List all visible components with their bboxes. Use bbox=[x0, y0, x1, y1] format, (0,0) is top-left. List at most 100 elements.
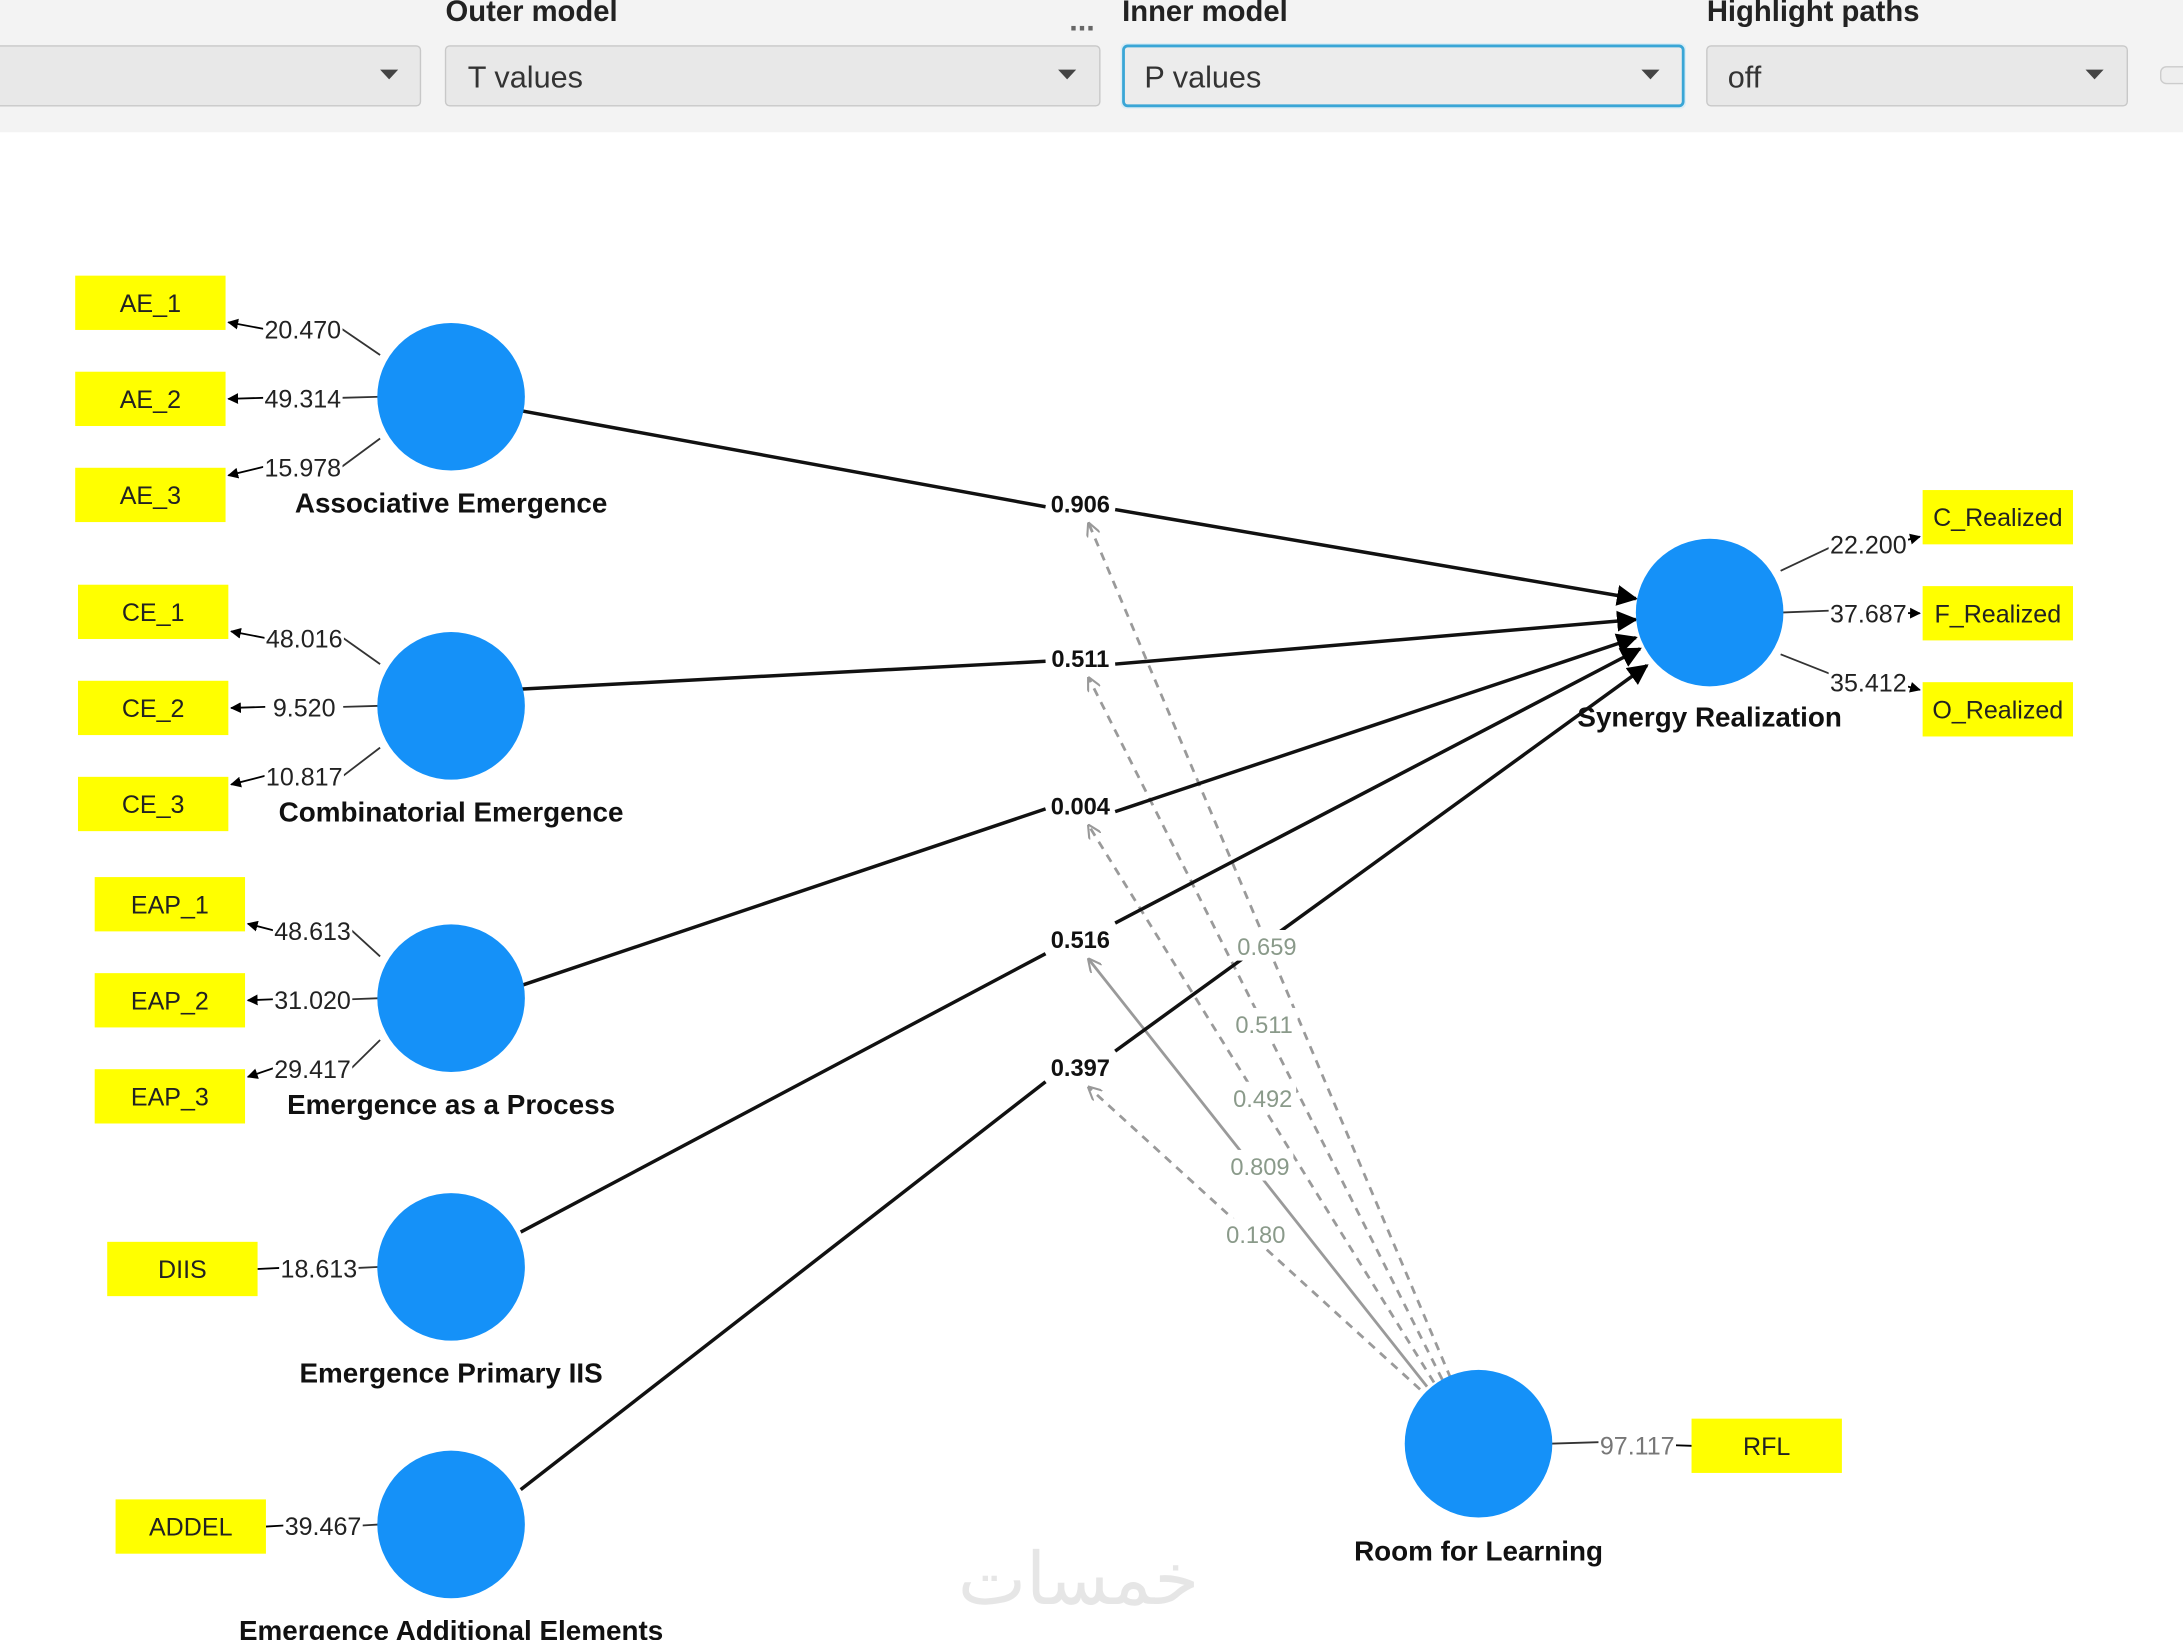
label-background bbox=[1230, 1007, 1298, 1039]
label-background bbox=[279, 1255, 359, 1284]
construct-label: Emergence Additional Elements bbox=[239, 1615, 663, 1640]
path-p-value: 0.004 bbox=[1051, 794, 1111, 820]
indicator-box-eap_2[interactable] bbox=[94, 973, 246, 1028]
outer-loading-t-value: 97.117 bbox=[1600, 1432, 1675, 1460]
construct-label: Emergence Primary IIS bbox=[299, 1357, 602, 1388]
loading-line bbox=[342, 746, 381, 777]
indicator-box-diis[interactable] bbox=[107, 1241, 258, 1297]
construct-node-diis[interactable] bbox=[377, 1193, 525, 1341]
loading-arrow bbox=[230, 627, 266, 639]
label-background bbox=[272, 1055, 353, 1084]
inner-model-select[interactable]: P values bbox=[1120, 43, 1686, 109]
label-background bbox=[1233, 929, 1301, 961]
outer-loading-t-value: 48.613 bbox=[274, 918, 351, 946]
loading-arrow bbox=[246, 994, 274, 1006]
structural-path-line[interactable] bbox=[520, 807, 1047, 988]
construct-node-eap[interactable] bbox=[377, 924, 525, 1072]
structural-path-arrow[interactable] bbox=[1114, 647, 1642, 925]
structural-path-line[interactable] bbox=[519, 1080, 1047, 1492]
structural-path-line[interactable] bbox=[519, 952, 1047, 1234]
outer-loading-t-value: 10.817 bbox=[266, 764, 343, 792]
indicator-box-ae_2[interactable] bbox=[75, 371, 226, 427]
more-options-button[interactable]: ... bbox=[1069, 4, 1095, 38]
loading-arrow bbox=[227, 465, 265, 479]
label-background bbox=[1828, 531, 1909, 560]
outer-loading-t-value: 35.412 bbox=[1830, 670, 1907, 698]
indicator-box-f_realized[interactable] bbox=[1922, 586, 2073, 641]
indicator-label: C_Realized bbox=[1933, 504, 2062, 532]
highlight-paths-select[interactable]: off bbox=[1706, 45, 2128, 107]
indicator-label: AE_3 bbox=[120, 482, 181, 510]
outer-loading-t-value: 15.978 bbox=[265, 454, 342, 482]
label-background bbox=[1222, 1218, 1290, 1249]
loading-line bbox=[341, 328, 381, 356]
label-background bbox=[263, 385, 343, 414]
structural-path-arrow[interactable] bbox=[1114, 507, 1638, 606]
structural-path-arrow[interactable] bbox=[1115, 610, 1638, 666]
indicator-box-ce_2[interactable] bbox=[77, 680, 229, 736]
indicator-box-eap_3[interactable] bbox=[94, 1069, 246, 1124]
watermark: خمسات bbox=[958, 1539, 1199, 1620]
indicator-box-rfl[interactable] bbox=[1691, 1418, 1842, 1473]
indicator-label: EAP_3 bbox=[131, 1083, 209, 1111]
indicator-box-addel[interactable] bbox=[115, 1499, 266, 1554]
construct-label: Room for Learning bbox=[1354, 1536, 1603, 1567]
construct-label: Associative Emergence bbox=[295, 487, 607, 518]
construct-node-sr[interactable] bbox=[1635, 538, 1784, 687]
chevron-down-icon bbox=[2085, 69, 2104, 80]
label-background bbox=[272, 918, 353, 947]
outer-loading-t-value: 18.613 bbox=[281, 1256, 358, 1284]
indicator-label: AE_2 bbox=[120, 386, 181, 414]
label-background bbox=[1828, 669, 1909, 698]
loading-arrow bbox=[246, 1067, 274, 1079]
indicator-box-c_realized[interactable] bbox=[1922, 490, 2073, 545]
structural-path-line[interactable] bbox=[520, 659, 1046, 691]
loading-line bbox=[350, 929, 381, 958]
construct-node-ae[interactable] bbox=[377, 322, 525, 471]
indicator-box-o_realized[interactable] bbox=[1922, 682, 2073, 737]
loading-line bbox=[357, 1265, 381, 1269]
structural-path-line[interactable] bbox=[520, 408, 1046, 509]
indicator-box-eap_1[interactable] bbox=[94, 877, 246, 932]
loading-arrow bbox=[265, 1524, 285, 1528]
moderating-p-value: 0.492 bbox=[1233, 1087, 1292, 1113]
label-background bbox=[272, 986, 353, 1015]
structural-path-arrow[interactable] bbox=[1114, 664, 1649, 1053]
construct-node-ce[interactable] bbox=[377, 632, 525, 780]
construct-label: Emergence as a Process bbox=[287, 1089, 615, 1120]
moderating-p-value: 0.809 bbox=[1230, 1155, 1289, 1181]
outer-model-select[interactable]: T values bbox=[444, 45, 1101, 107]
label-background bbox=[264, 763, 344, 792]
indicator-label: CE_1 bbox=[122, 599, 185, 627]
loading-line bbox=[342, 637, 381, 665]
moderating-p-value: 0.659 bbox=[1237, 935, 1296, 961]
outer-loading-t-value: 39.467 bbox=[285, 1513, 362, 1541]
construct-node-addel[interactable] bbox=[377, 1450, 525, 1599]
loading-arrow bbox=[227, 318, 265, 330]
moderating-p-value: 0.511 bbox=[1235, 1013, 1292, 1039]
path-p-value: 0.906 bbox=[1051, 492, 1110, 518]
loading-arrow bbox=[257, 1267, 280, 1270]
loading-line bbox=[343, 704, 381, 708]
first-select[interactable] bbox=[0, 45, 422, 107]
indicator-box-ae_1[interactable] bbox=[75, 275, 226, 330]
outer-loading-t-value: 22.200 bbox=[1830, 532, 1907, 560]
structural-path-arrow[interactable] bbox=[1114, 633, 1638, 814]
toolbar: Outer model ... Inner model Highlight pa… bbox=[0, 0, 2183, 133]
label-background bbox=[271, 694, 337, 723]
loading-arrow bbox=[230, 702, 266, 714]
indicator-box-ae_3[interactable] bbox=[75, 467, 226, 523]
loading-arrow bbox=[230, 774, 266, 788]
toolbar-overflow-control[interactable] bbox=[2160, 66, 2183, 85]
loading-line bbox=[350, 1039, 381, 1069]
indicator-label: CE_3 bbox=[122, 791, 185, 819]
label-background bbox=[1598, 1432, 1677, 1461]
indicator-box-ce_3[interactable] bbox=[77, 776, 229, 832]
construct-node-rfl[interactable] bbox=[1404, 1369, 1553, 1518]
indicator-box-ce_1[interactable] bbox=[77, 584, 229, 640]
loading-arrow bbox=[227, 393, 264, 405]
outer-model-value: T values bbox=[468, 61, 583, 95]
highlight-paths-value: off bbox=[1728, 61, 1762, 95]
moderating-path-line bbox=[1089, 1087, 1421, 1391]
